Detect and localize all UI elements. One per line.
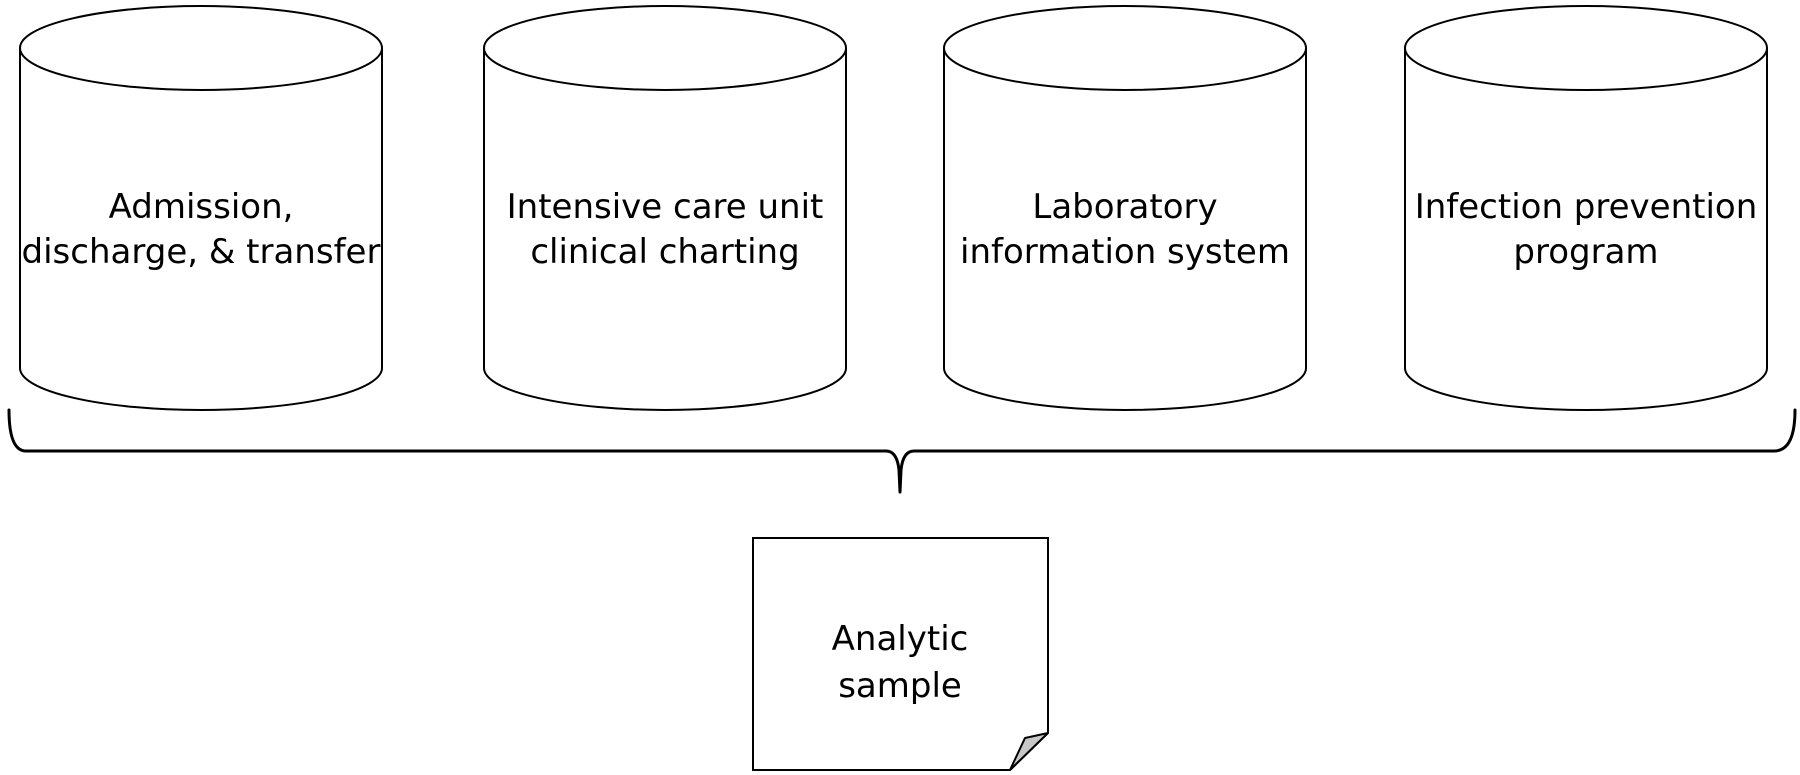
cylinder-body (1404, 48, 1768, 411)
cylinder-body (19, 48, 383, 411)
cylinder-body (943, 48, 1307, 411)
database-label-line1: Laboratory (1032, 187, 1217, 227)
cylinder-top (1404, 5, 1768, 91)
cylinder-top (483, 5, 847, 91)
analytic-sample-document: Analytic sample (752, 537, 1049, 771)
document-label-line2: sample (838, 666, 962, 706)
database-cylinder-infection-prevention: Infection prevention program (1404, 5, 1768, 411)
database-label-line1: Intensive care unit (507, 187, 824, 227)
database-cylinder-icu-charting: Intensive care unit clinical charting (483, 5, 847, 411)
database-label-line2: information system (960, 232, 1290, 272)
cylinder-body (483, 48, 847, 411)
cylinder-top (943, 5, 1307, 91)
database-label-line2: discharge, & transfer (22, 232, 381, 272)
merge-brace (7, 408, 1797, 494)
database-cylinder-adt: Admission, discharge, & transfer (19, 5, 383, 411)
cylinder-top (19, 5, 383, 91)
database-cylinder-lab-system: Laboratory information system (943, 5, 1307, 411)
document-folded-corner (1009, 732, 1049, 771)
document-label-line1: Analytic (832, 619, 969, 659)
database-label-line2: program (1513, 232, 1658, 272)
database-label-line2: clinical charting (530, 232, 799, 272)
database-label-line1: Infection prevention (1415, 187, 1758, 227)
database-label-line1: Admission, (109, 187, 294, 227)
